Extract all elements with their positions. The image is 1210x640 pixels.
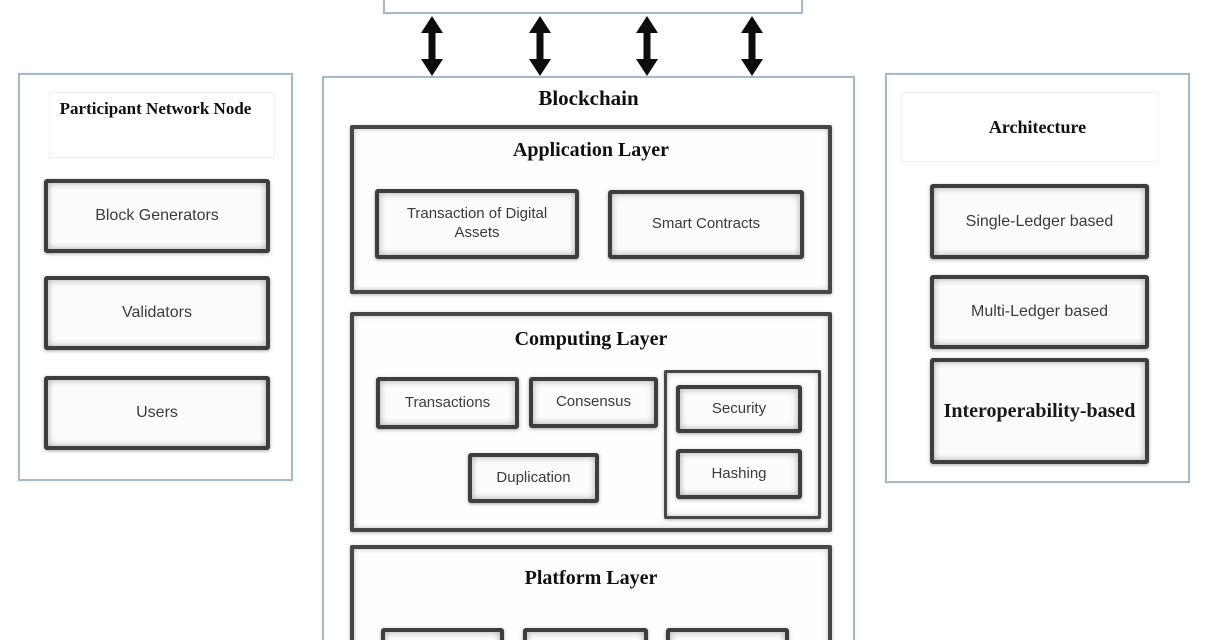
smart-contracts-box: Smart Contracts <box>608 190 804 259</box>
consensus-label: Consensus <box>555 393 632 411</box>
participant-panel-title: Participant Network Node <box>59 99 252 118</box>
block-generators-label: Block Generators <box>95 207 219 224</box>
interoperability-box: Interoperability-based <box>930 358 1149 464</box>
users-box: Users <box>44 376 270 450</box>
validators-label: Validators <box>122 304 192 321</box>
security-box: Security <box>676 385 802 433</box>
consensus-box: Consensus <box>529 377 658 428</box>
security-label: Security <box>711 399 767 417</box>
architecture-panel: Architecture Single-Ledger based Multi-L… <box>885 73 1190 483</box>
smart-contracts-label: Smart Contracts <box>651 215 761 233</box>
validators-box: Validators <box>44 276 270 350</box>
blockchain-panel: Blockchain Application Layer Transaction… <box>322 76 855 640</box>
platform-item-box <box>523 628 648 640</box>
double-arrow-icon <box>741 16 763 76</box>
participant-title-outline <box>49 92 275 158</box>
duplication-label: Duplication <box>496 468 571 486</box>
security-hashing-group: Security Hashing <box>664 370 821 519</box>
transaction-digital-assets-box: Transaction of Digital Assets <box>375 189 579 259</box>
double-arrow-icon <box>529 16 551 76</box>
platform-item-box <box>666 628 789 640</box>
computing-layer-title: Computing Layer <box>514 328 668 350</box>
platform-layer-box: Platform Layer <box>350 545 832 640</box>
hashing-box: Hashing <box>676 449 802 499</box>
hashing-label: Hashing <box>711 464 767 482</box>
double-arrow-icon <box>636 16 658 76</box>
application-layer-title: Application Layer <box>512 139 670 161</box>
architecture-title-outline <box>901 92 1159 162</box>
interoperability-label: Interoperability-based <box>943 399 1136 422</box>
multi-ledger-box: Multi-Ledger based <box>930 275 1149 349</box>
block-generators-box: Block Generators <box>44 179 270 253</box>
transaction-digital-assets-label: Transaction of Digital Assets <box>406 205 548 241</box>
duplication-box: Duplication <box>468 453 599 503</box>
double-arrow-icon <box>421 16 443 76</box>
architecture-panel-title: Architecture <box>988 117 1087 137</box>
transactions-label: Transactions <box>404 393 491 411</box>
application-layer-box: Application Layer Transaction of Digital… <box>350 125 832 294</box>
participant-network-node-panel: Participant Network Node Block Generator… <box>18 73 293 481</box>
multi-ledger-label: Multi-Ledger based <box>971 303 1108 320</box>
single-ledger-label: Single-Ledger based <box>965 212 1114 230</box>
single-ledger-box: Single-Ledger based <box>930 184 1149 259</box>
platform-item-box <box>381 628 504 640</box>
platform-layer-title: Platform Layer <box>524 567 658 589</box>
users-label: Users <box>136 404 178 421</box>
top-box <box>383 0 803 14</box>
blockchain-panel-title: Blockchain <box>538 86 639 110</box>
transactions-box: Transactions <box>376 377 519 429</box>
computing-layer-box: Computing Layer Transactions Consensus S… <box>350 312 832 532</box>
